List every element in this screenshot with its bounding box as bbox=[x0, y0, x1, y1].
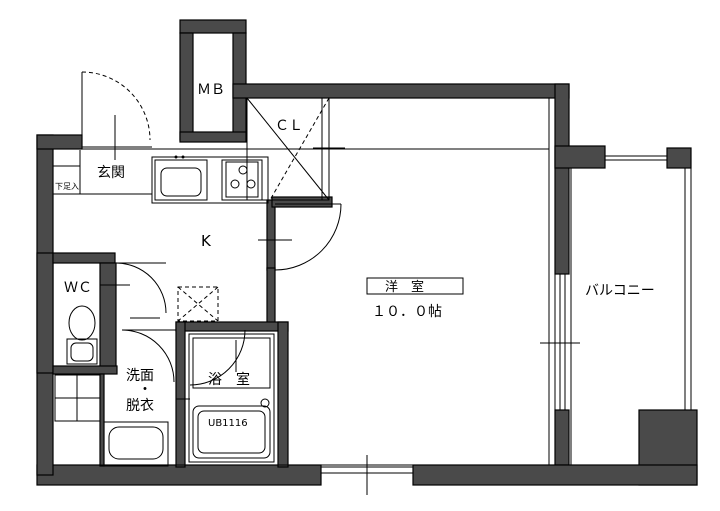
yoku-label: 浴 室 bbox=[208, 371, 250, 388]
cl-label: ＣＬ bbox=[275, 118, 303, 134]
senmen-label-1: 洗面 bbox=[126, 368, 154, 384]
genkan-label: 玄関 bbox=[97, 164, 125, 181]
labels: ＭＢ ＣＬ 玄関 下足入 K ＷＣ 洗面 ・ 脱衣 浴 室 UB1116 洋 室… bbox=[55, 82, 655, 429]
senmen-dot: ・ bbox=[138, 382, 152, 398]
geta-label: 下足入 bbox=[55, 182, 79, 191]
room-outlines bbox=[52, 97, 692, 495]
mb-label: ＭＢ bbox=[197, 82, 225, 98]
wc-label: ＷＣ bbox=[64, 280, 92, 296]
balcony-label: バルコニー bbox=[585, 283, 655, 299]
yoshitsu-label-box bbox=[366, 277, 464, 295]
unit-bath-label: UB1116 bbox=[208, 418, 248, 429]
walls bbox=[36, 19, 698, 486]
area-label: １０．０帖 bbox=[372, 304, 442, 320]
senmen-label-2: 脱衣 bbox=[126, 398, 154, 414]
kitchen-label: K bbox=[201, 232, 212, 250]
doors bbox=[81, 71, 342, 400]
yoshitsu-label: 洋 室 bbox=[385, 279, 424, 295]
